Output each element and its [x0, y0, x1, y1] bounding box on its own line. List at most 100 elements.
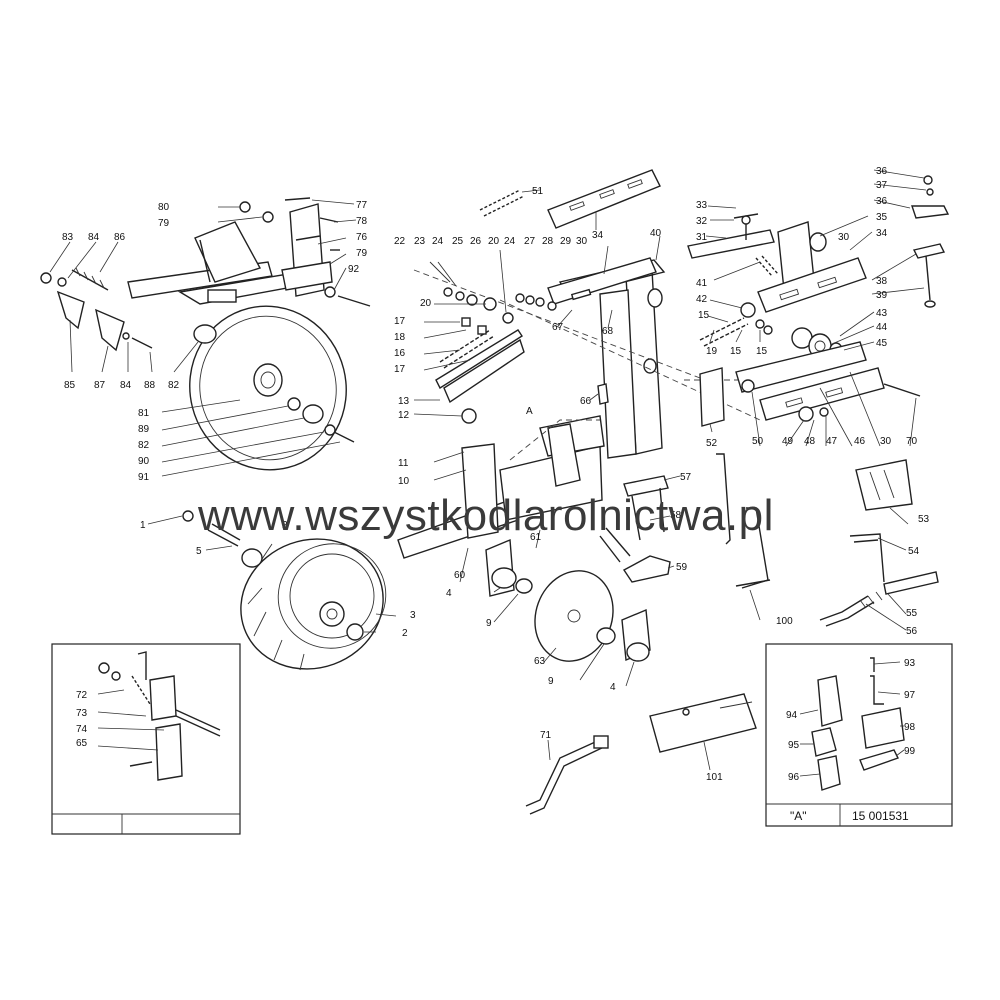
part-label-p100: 100 — [776, 616, 793, 627]
part-label-p36a: 36 — [876, 166, 888, 177]
part-label-p4a: 4 — [446, 588, 452, 599]
part-label-p36b: 36 — [876, 196, 888, 207]
part-label-p1: 1 — [140, 520, 146, 531]
part-label-p61: 61 — [530, 532, 542, 543]
inset-left-box — [51, 643, 241, 835]
part-label-p65: 65 — [76, 738, 88, 749]
part-label-p82a: 82 — [168, 380, 180, 391]
part-label-p49: 49 — [782, 436, 794, 447]
part-label-p16: 16 — [394, 348, 406, 359]
left-frame — [127, 197, 371, 307]
part-label-p34a: 34 — [592, 230, 604, 241]
part-label-p90: 90 — [138, 456, 150, 467]
part-label-p68: 68 — [602, 326, 614, 337]
part-label-p9b: 9 — [548, 676, 554, 687]
part-label-p24a: 24 — [432, 236, 444, 247]
part-label-p50: 50 — [752, 436, 764, 447]
part-label-p30a: 30 — [576, 236, 588, 247]
part-label-p24b: 24 — [504, 236, 516, 247]
part-label-p77: 77 — [356, 200, 368, 211]
centre-frame — [397, 169, 761, 662]
part-label-p9a: 9 — [486, 618, 492, 629]
part-label-p18: 18 — [394, 332, 406, 343]
left-bracket-parts — [40, 267, 153, 352]
part-label-p54: 54 — [908, 546, 920, 557]
part-label-p13: 13 — [398, 396, 410, 407]
part-label-p39: 39 — [876, 290, 888, 301]
part-label-p76: 76 — [356, 232, 368, 243]
part-label-p91: 91 — [138, 472, 150, 483]
part-label-p47: 47 — [826, 436, 838, 447]
part-label-p20a: 20 — [420, 298, 432, 309]
part-label-p52: 52 — [706, 438, 718, 449]
part-label-p97: 97 — [904, 690, 916, 701]
part-label-p38: 38 — [876, 276, 888, 287]
part-label-p22: 22 — [394, 236, 406, 247]
part-label-p30b: 30 — [838, 232, 850, 243]
part-label-p35: 35 — [876, 212, 888, 223]
part-label-p25: 25 — [452, 236, 464, 247]
leader-lines — [49, 169, 927, 777]
part-label-p53: 53 — [918, 514, 930, 525]
part-label-p5: 5 — [196, 546, 202, 557]
part-label-p86: 86 — [114, 232, 126, 243]
part-label-p89: 89 — [138, 424, 150, 435]
part-label-p51: 51 — [532, 186, 544, 197]
part-label-p80: 80 — [158, 202, 170, 213]
part-label-p92: 92 — [348, 264, 360, 275]
part-label-p48: 48 — [804, 436, 816, 447]
watermark-text: www.wszystkodlarolnictwa.pl — [197, 491, 774, 540]
part-label-pA: A — [526, 406, 533, 417]
part-label-p44: 44 — [876, 322, 888, 333]
part-label-p29: 29 — [560, 236, 572, 247]
part-label-p32: 32 — [696, 216, 708, 227]
part-label-p15c: 15 — [756, 346, 768, 357]
part-label-p63: 63 — [534, 656, 546, 667]
part-label-p11: 11 — [398, 458, 409, 469]
left-small-wheel — [182, 510, 387, 671]
part-label-p79b: 79 — [356, 248, 368, 259]
part-label-p74: 74 — [76, 724, 88, 735]
inset-a-code: 15 001531 — [852, 809, 909, 823]
left-large-wheel — [189, 305, 355, 471]
part-label-p83: 83 — [62, 232, 74, 243]
part-label-p81: 81 — [138, 408, 150, 419]
part-label-p96: 96 — [788, 772, 800, 783]
part-label-p37: 37 — [876, 180, 888, 191]
part-label-p71: 71 — [540, 730, 552, 741]
part-label-p10: 10 — [398, 476, 410, 487]
part-label-p31: 31 — [696, 232, 708, 243]
part-label-p28: 28 — [542, 236, 554, 247]
part-label-p87: 87 — [94, 380, 106, 391]
part-label-p60: 60 — [454, 570, 466, 581]
part-label-p67: 67 — [552, 322, 564, 333]
part-label-p46: 46 — [854, 436, 866, 447]
part-label-p33: 33 — [696, 200, 708, 211]
part-label-p4b: 4 — [610, 682, 616, 693]
part-label-p2a: 2 — [282, 520, 288, 531]
inset-a-box — [765, 643, 953, 827]
part-label-p41: 41 — [696, 278, 708, 289]
part-label-p66: 66 — [580, 396, 592, 407]
part-label-p79a: 79 — [158, 218, 170, 229]
part-label-p82b: 82 — [138, 440, 150, 451]
part-label-p34b: 34 — [876, 228, 888, 239]
part-label-p45: 45 — [876, 338, 888, 349]
part-label-p17b: 17 — [394, 364, 406, 375]
part-label-p56: 56 — [906, 626, 918, 637]
part-label-p2b: 2 — [402, 628, 408, 639]
part-label-p23: 23 — [414, 236, 426, 247]
part-label-p20b: 20 — [488, 236, 500, 247]
part-label-p94: 94 — [786, 710, 798, 721]
part-label-p84a: 84 — [88, 232, 100, 243]
part-label-p57: 57 — [680, 472, 692, 483]
part-label-p93: 93 — [904, 658, 916, 669]
part-label-p43: 43 — [876, 308, 888, 319]
part-label-p55: 55 — [906, 608, 918, 619]
part-label-p78: 78 — [356, 216, 368, 227]
part-label-p95: 95 — [788, 740, 800, 751]
part-label-p17a: 17 — [394, 316, 406, 327]
part-label-p99: 99 — [904, 746, 916, 757]
part-label-p88: 88 — [144, 380, 156, 391]
part-label-p42: 42 — [696, 294, 708, 305]
